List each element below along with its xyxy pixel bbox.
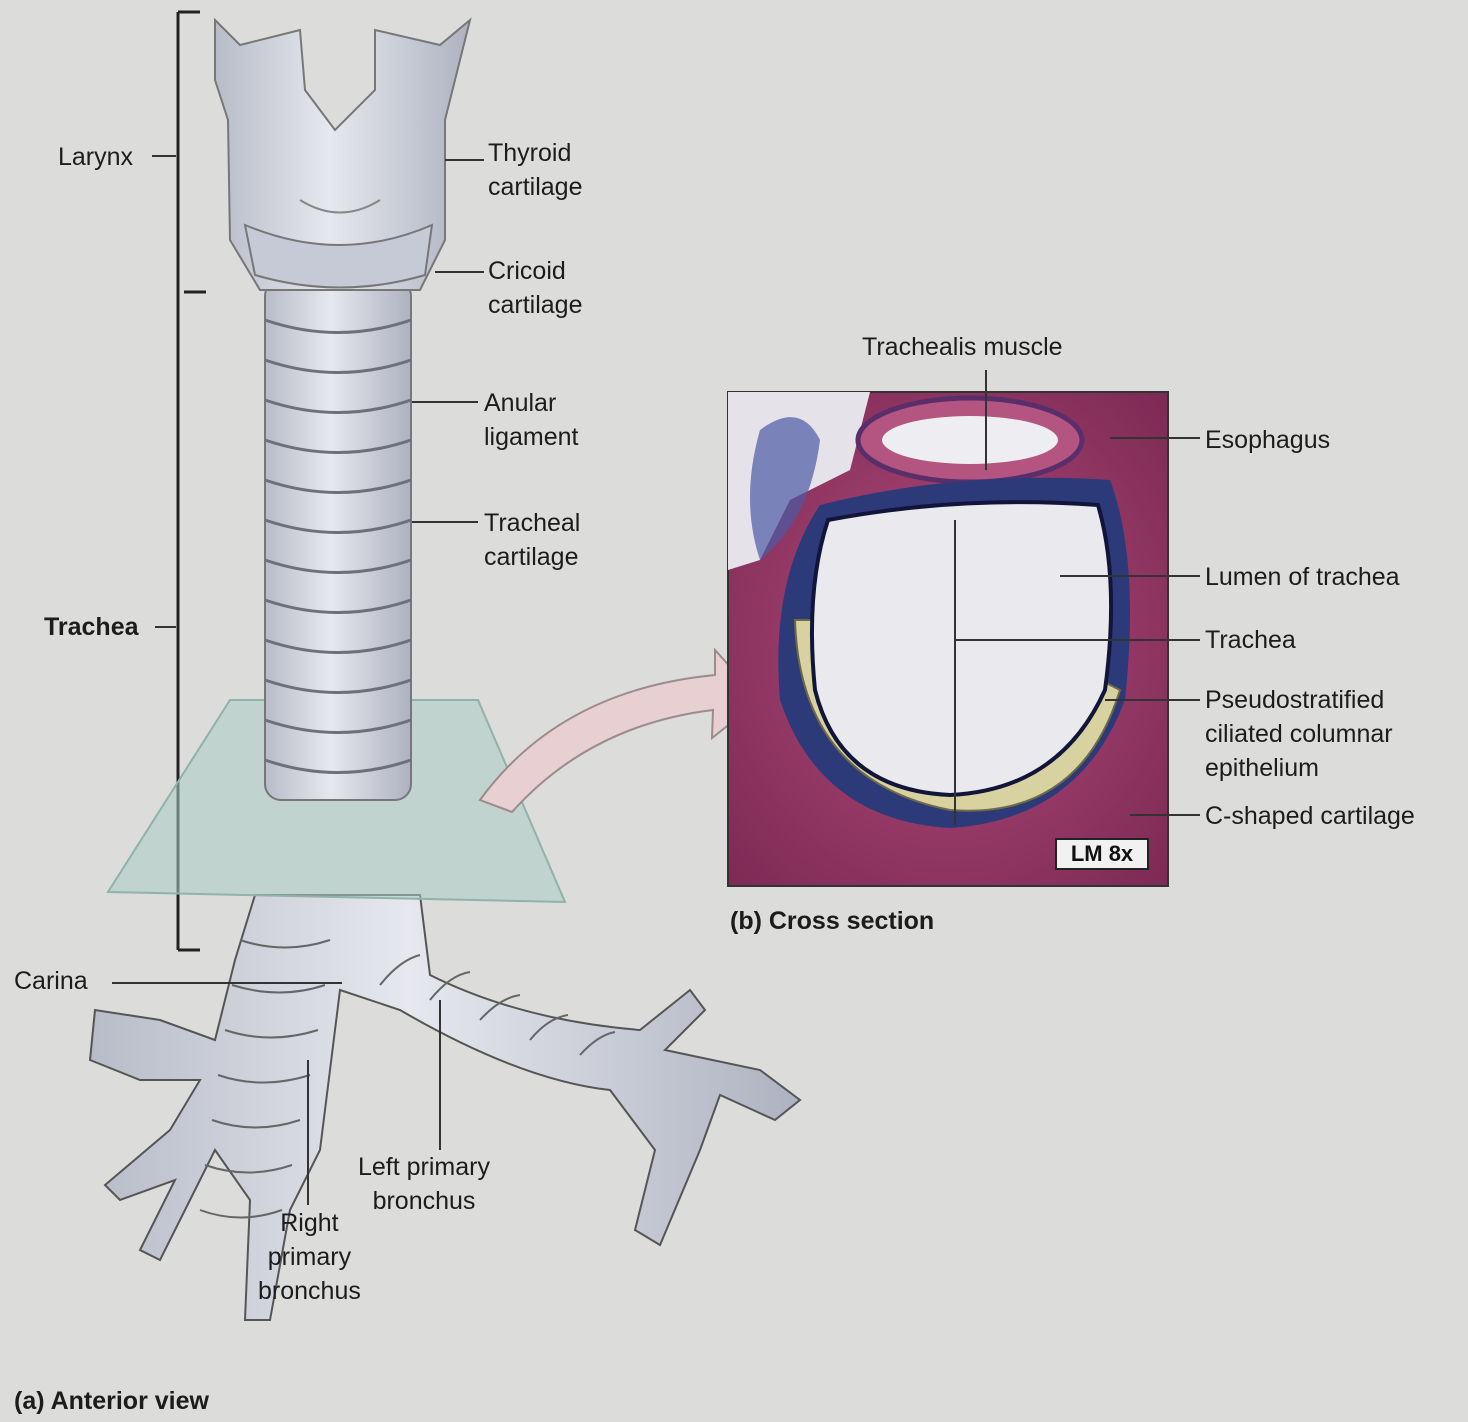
label-right-primary-bronchus: Right primary bronchus (258, 1206, 361, 1308)
label-esophagus: Esophagus (1205, 423, 1330, 457)
label-trachealis-muscle: Trachealis muscle (862, 330, 1063, 364)
larynx-shape (215, 20, 470, 290)
caption-anterior-view: (a) Anterior view (14, 1384, 209, 1418)
cross-section-micrograph (728, 370, 1168, 886)
label-c-shaped-cartilage: C-shaped cartilage (1205, 799, 1415, 833)
section-arrow (480, 650, 760, 812)
label-left-primary-bronchus: Left primary bronchus (358, 1150, 490, 1218)
caption-cross-section: (b) Cross section (730, 904, 934, 938)
label-carina: Carina (14, 964, 88, 998)
label-trachea-section: Trachea (1205, 623, 1296, 657)
label-anular-ligament: Anular ligament (484, 386, 579, 454)
label-larynx: Larynx (58, 140, 133, 174)
label-cricoid-cartilage: Cricoid cartilage (488, 254, 583, 322)
label-thyroid-cartilage: Thyroid cartilage (488, 136, 583, 204)
label-lumen-of-trachea: Lumen of trachea (1205, 560, 1400, 594)
label-pseudostratified-epithelium: Pseudostratified ciliated columnar epith… (1205, 683, 1393, 785)
magnification-tag: LM 8x (1055, 838, 1149, 870)
bronchial-tree (90, 895, 800, 1320)
trachea-tube (265, 280, 411, 800)
label-trachea-region: Trachea (44, 610, 139, 644)
label-tracheal-cartilage: Tracheal cartilage (484, 506, 580, 574)
